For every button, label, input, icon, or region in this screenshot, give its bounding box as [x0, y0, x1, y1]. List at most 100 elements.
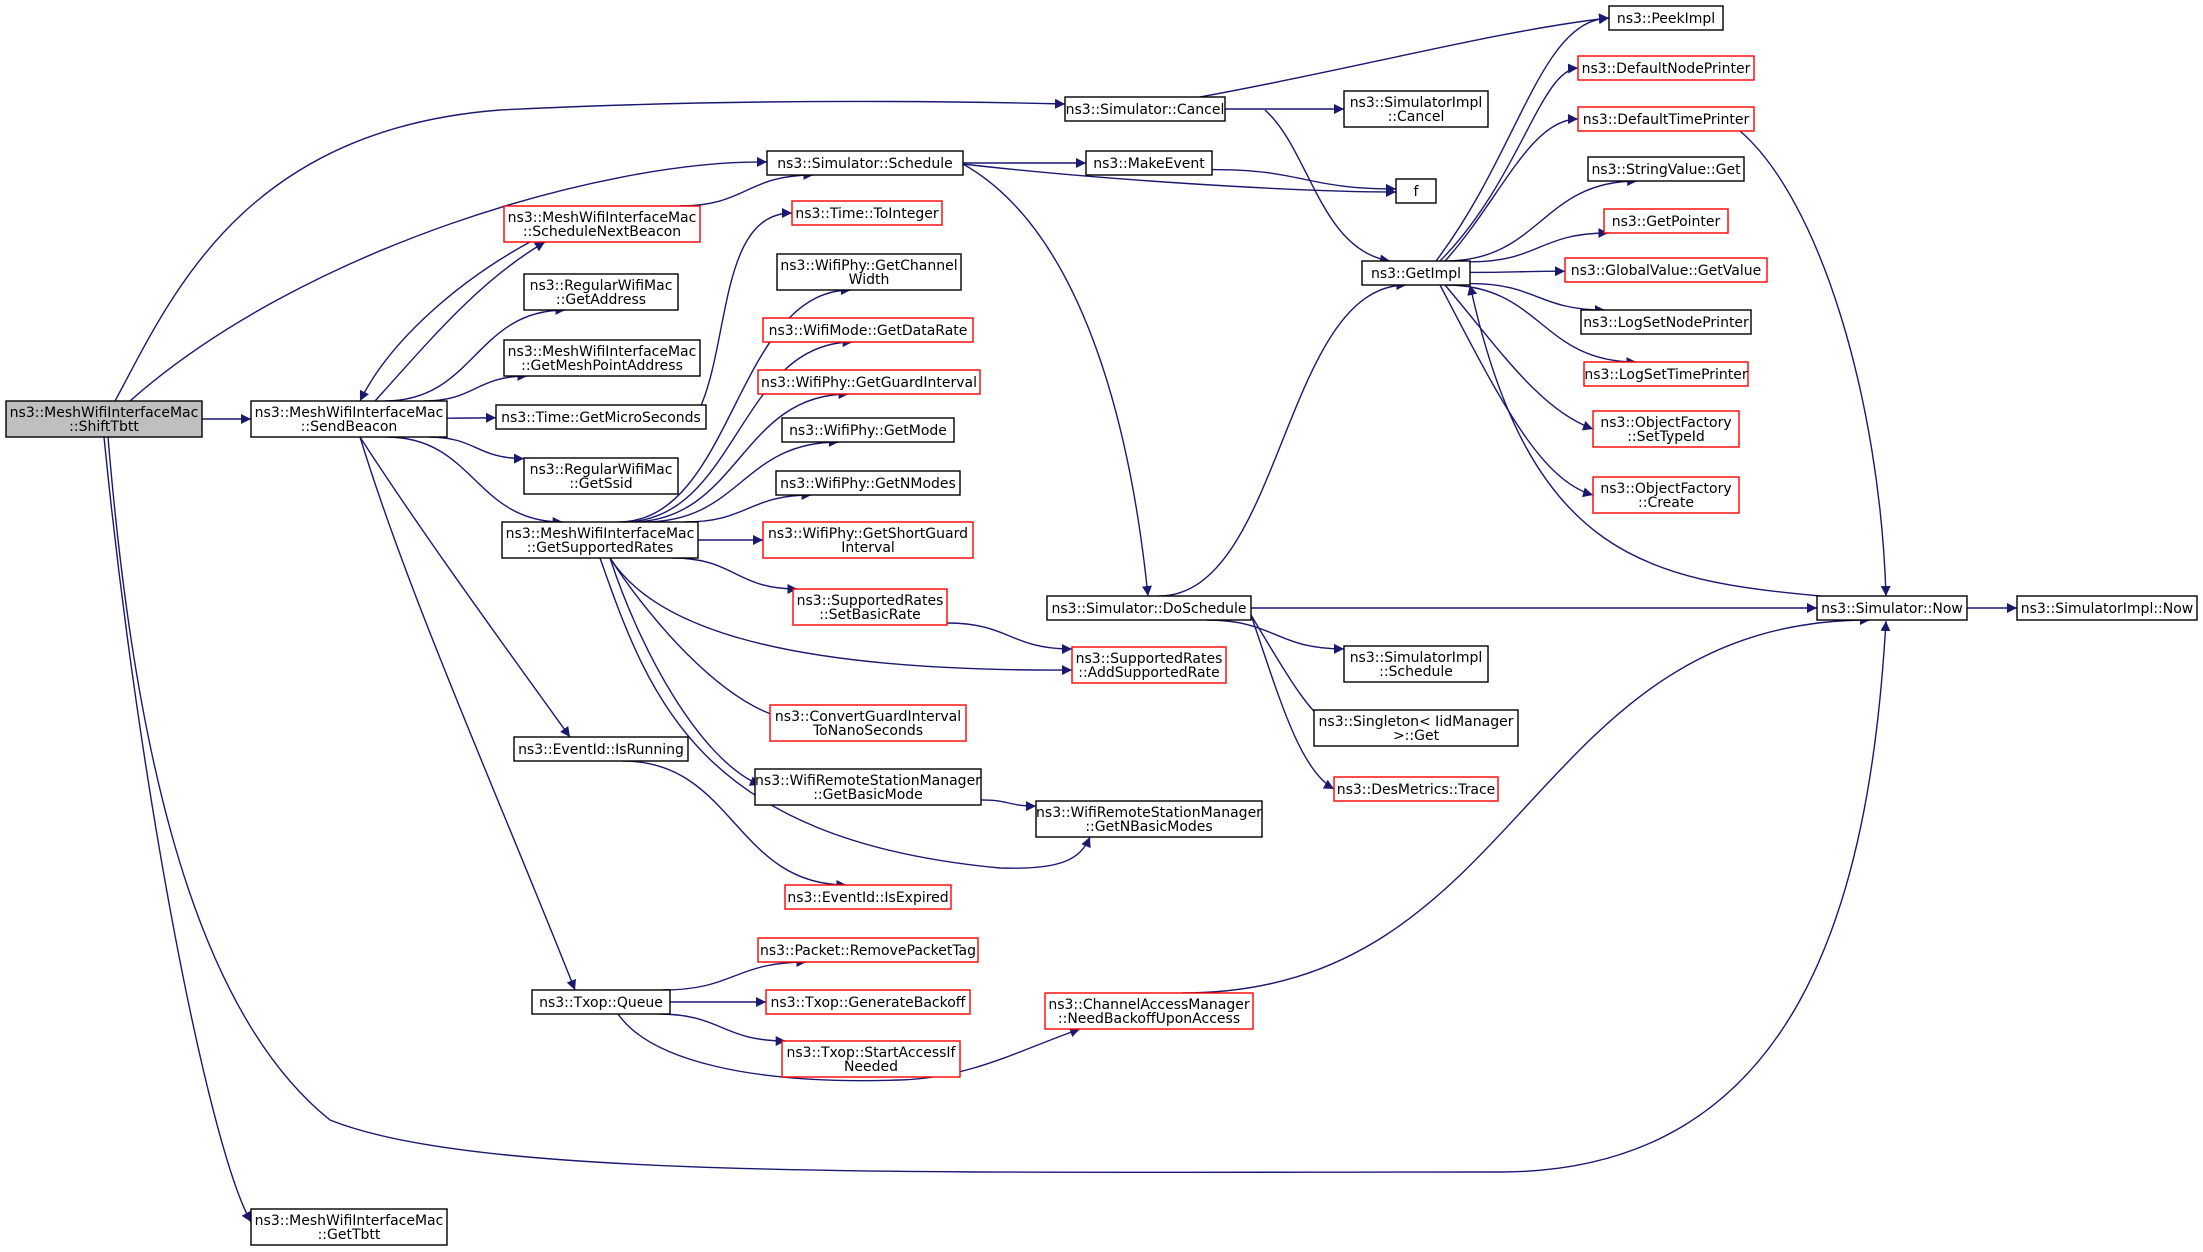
node-box[interactable] — [791, 200, 943, 226]
node-box[interactable] — [501, 521, 699, 559]
node-getimpl[interactable]: ns3::GetImpl — [1361, 260, 1471, 286]
node-f[interactable]: f — [1395, 178, 1437, 204]
node-simschedule[interactable]: ns3::Simulator::Schedule — [766, 150, 964, 176]
node-logsettimeprinter[interactable]: ns3::LogSetTimePrinter — [1583, 361, 1749, 387]
node-box[interactable] — [523, 273, 679, 311]
node-box[interactable] — [1395, 178, 1437, 204]
node-getssid[interactable]: ns3::RegularWifiMac::GetSsid — [523, 457, 679, 495]
node-box[interactable] — [503, 339, 701, 377]
node-peekimpl[interactable]: ns3::PeekImpl — [1608, 5, 1724, 31]
node-box[interactable] — [765, 989, 971, 1015]
node-getdatarate[interactable]: ns3::WifiMode::GetDataRate — [762, 317, 974, 343]
node-simnow[interactable]: ns3::Simulator::Now — [1816, 595, 1968, 621]
node-implnow[interactable]: ns3::SimulatorImpl::Now — [2016, 595, 2198, 621]
node-makeevent[interactable]: ns3::MakeEvent — [1085, 150, 1213, 176]
node-gettbtt[interactable]: ns3::MeshWifiInterfaceMac::GetTbtt — [250, 1208, 448, 1246]
node-box[interactable] — [1580, 309, 1752, 335]
node-box[interactable] — [775, 470, 961, 496]
node-box[interactable] — [513, 736, 689, 762]
node-stringvalueget[interactable]: ns3::StringValue::Get — [1587, 156, 1745, 182]
node-box[interactable] — [1583, 361, 1749, 387]
node-logsetnodeprinter[interactable]: ns3::LogSetNodePrinter — [1580, 309, 1752, 335]
node-sendbeacon[interactable]: ns3::MeshWifiInterfaceMac::SendBeacon — [250, 400, 448, 438]
node-box[interactable] — [1333, 776, 1499, 802]
node-getbasicmode[interactable]: ns3::WifiRemoteStationManager::GetBasicM… — [754, 768, 982, 806]
node-box[interactable] — [495, 404, 707, 430]
node-addsupportedrate[interactable]: ns3::SupportedRates::AddSupportedRate — [1071, 646, 1227, 684]
node-box[interactable] — [757, 937, 979, 963]
node-txopqueue[interactable]: ns3::Txop::Queue — [531, 989, 671, 1015]
node-getaddress[interactable]: ns3::RegularWifiMac::GetAddress — [523, 273, 679, 311]
node-box[interactable] — [523, 457, 679, 495]
node-removepackettag[interactable]: ns3::Packet::RemovePacketTag — [757, 937, 979, 963]
node-box[interactable] — [762, 521, 974, 559]
node-singletonget[interactable]: ns3::Singleton< IidManager >::Get — [1313, 709, 1519, 747]
node-desmetrics[interactable]: ns3::DesMetrics::Trace — [1333, 776, 1499, 802]
node-implcancel[interactable]: ns3::SimulatorImpl::Cancel — [1343, 90, 1489, 128]
node-box[interactable] — [757, 369, 981, 395]
node-getguardinterval[interactable]: ns3::WifiPhy::GetGuardInterval — [757, 369, 981, 395]
node-box[interactable] — [1071, 646, 1227, 684]
node-getmode[interactable]: ns3::WifiPhy::GetMode — [781, 417, 955, 443]
node-box[interactable] — [1046, 595, 1252, 621]
node-tointeger[interactable]: ns3::Time::ToInteger — [791, 200, 943, 226]
node-box[interactable] — [769, 704, 967, 742]
node-box[interactable] — [766, 150, 964, 176]
node-box[interactable] — [1577, 55, 1755, 81]
node-doschedule[interactable]: ns3::Simulator::DoSchedule — [1046, 595, 1252, 621]
node-box[interactable] — [250, 1208, 448, 1246]
node-box[interactable] — [1577, 106, 1755, 132]
node-box[interactable] — [781, 1040, 961, 1078]
node-box[interactable] — [1343, 90, 1489, 128]
node-box[interactable] — [1587, 156, 1745, 182]
node-isexpired[interactable]: ns3::EventId::IsExpired — [784, 884, 952, 910]
node-box[interactable] — [1592, 410, 1740, 448]
node-box[interactable] — [781, 417, 955, 443]
node-isrunning[interactable]: ns3::EventId::IsRunning — [513, 736, 689, 762]
node-getnmodes[interactable]: ns3::WifiPhy::GetNModes — [775, 470, 961, 496]
node-box[interactable] — [531, 989, 671, 1015]
node-needbackoff[interactable]: ns3::ChannelAccessManager::NeedBackoffUp… — [1044, 992, 1254, 1030]
node-box[interactable] — [1035, 800, 1263, 838]
node-box[interactable] — [503, 205, 701, 243]
node-box[interactable] — [2016, 595, 2198, 621]
node-defaulttimeprinter[interactable]: ns3::DefaultTimePrinter — [1577, 106, 1755, 132]
node-box[interactable] — [754, 768, 982, 806]
node-box[interactable] — [792, 588, 948, 626]
node-box[interactable] — [1603, 208, 1729, 234]
node-defaultnodeprinter[interactable]: ns3::DefaultNodePrinter — [1577, 55, 1755, 81]
node-box[interactable] — [1085, 150, 1213, 176]
node-box[interactable] — [1816, 595, 1968, 621]
node-box[interactable] — [1564, 257, 1768, 283]
node-box[interactable] — [762, 317, 974, 343]
node-getsupportedrates[interactable]: ns3::MeshWifiInterfaceMac::GetSupportedR… — [501, 521, 699, 559]
node-setbasicrate[interactable]: ns3::SupportedRates::SetBasicRate — [792, 588, 948, 626]
node-box[interactable] — [1343, 645, 1489, 683]
node-box[interactable] — [1044, 992, 1254, 1030]
node-simcancel[interactable]: ns3::Simulator::Cancel — [1064, 96, 1226, 122]
node-box[interactable] — [250, 400, 448, 438]
node-box[interactable] — [1592, 476, 1740, 514]
node-box[interactable] — [1064, 96, 1226, 122]
node-box[interactable] — [5, 400, 203, 438]
node-box[interactable] — [1313, 709, 1519, 747]
node-getnbasicmodes[interactable]: ns3::WifiRemoteStationManager::GetNBasic… — [1035, 800, 1263, 838]
node-box[interactable] — [1361, 260, 1471, 286]
node-box[interactable] — [776, 253, 962, 291]
node-implschedule[interactable]: ns3::SimulatorImpl::Schedule — [1343, 645, 1489, 683]
node-generatebackoff[interactable]: ns3::Txop::GenerateBackoff — [765, 989, 971, 1015]
node-box[interactable] — [1608, 5, 1724, 31]
node-globalvalueget[interactable]: ns3::GlobalValue::GetValue — [1564, 257, 1768, 283]
node-factorycreate[interactable]: ns3::ObjectFactory::Create — [1592, 476, 1740, 514]
node-shifttbtt[interactable]: ns3::MeshWifiInterfaceMac::ShiftTbtt — [5, 400, 203, 438]
node-getmeshpointaddress[interactable]: ns3::MeshWifiInterfaceMac::GetMeshPointA… — [503, 339, 701, 377]
node-getpointer[interactable]: ns3::GetPointer — [1603, 208, 1729, 234]
node-box[interactable] — [784, 884, 952, 910]
node-schedulenextbeacon[interactable]: ns3::MeshWifiInterfaceMac::ScheduleNextB… — [503, 205, 701, 243]
node-settypeid[interactable]: ns3::ObjectFactory::SetTypeId — [1592, 410, 1740, 448]
node-getmicroseconds[interactable]: ns3::Time::GetMicroSeconds — [495, 404, 707, 430]
